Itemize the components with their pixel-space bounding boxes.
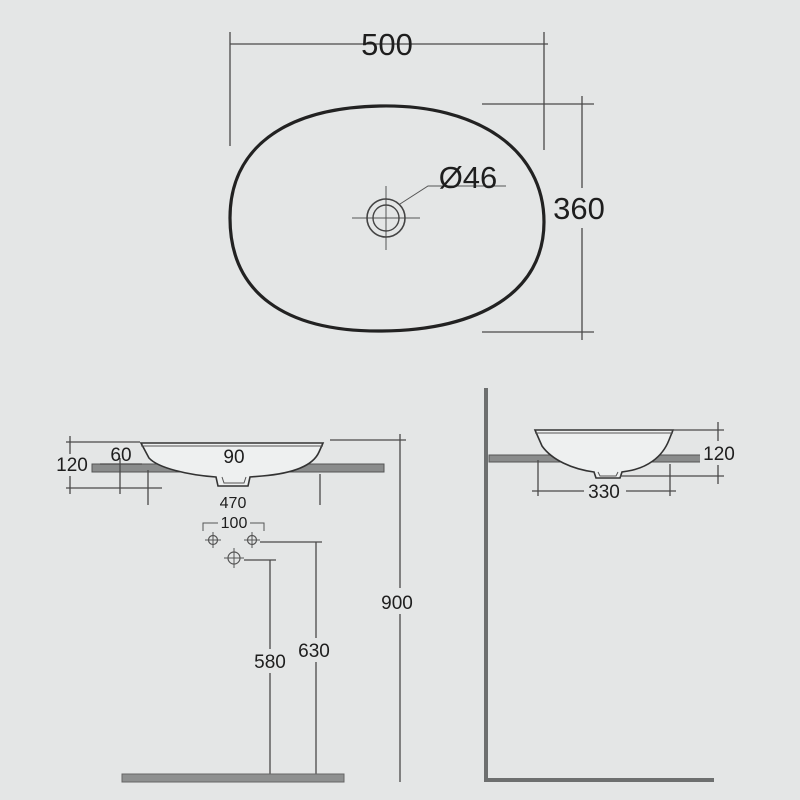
waste-leader (399, 185, 506, 205)
depth-label-bg (548, 188, 612, 228)
side-height-label: 120 (703, 444, 735, 465)
pipe-high-label-bg (294, 638, 334, 662)
pipe-high-label: 630 (298, 641, 330, 662)
pipe-marker-right (244, 532, 260, 548)
side-view: 120 330 (484, 388, 738, 782)
waste-outer-ring (366, 198, 406, 238)
side-waste-outlet (597, 471, 619, 477)
bowl-label: 90 (223, 447, 244, 468)
pipe-spacing-bracket-right (250, 522, 265, 531)
basin-profile-side (533, 429, 675, 479)
rim-offset-label: 60 (110, 445, 131, 466)
front-height-label-bg (54, 454, 88, 476)
pipe-spacing-bracket-left (202, 522, 218, 531)
total-height-label: 900 (381, 593, 413, 614)
waste-diameter-label: Ø46 (439, 160, 498, 195)
front-floor (121, 773, 345, 783)
waste-outlet-front (221, 476, 247, 484)
waste-inner-ring (372, 204, 400, 232)
side-depth-label-bg (584, 481, 626, 503)
depth-label: 360 (553, 191, 605, 226)
pipe-low-label-bg (250, 649, 290, 673)
width-label: 500 (361, 27, 413, 62)
pipe-low-label: 580 (254, 652, 286, 673)
front-height-label: 120 (56, 455, 88, 476)
front-view: 120 60 90 470 900 100 (54, 434, 420, 783)
top-view: 500 360 Ø46 (228, 27, 612, 340)
side-height-label-bg (700, 441, 738, 465)
side-depth-label: 330 (588, 482, 620, 503)
basin-profile-front (139, 442, 325, 487)
pipe-spacing-label: 100 (221, 515, 248, 532)
total-height-label-bg (380, 588, 420, 614)
span-label: 470 (220, 495, 247, 512)
pipe-marker-left (205, 532, 221, 548)
pipe-marker-waste (224, 548, 244, 568)
side-wall-floor (484, 388, 714, 782)
